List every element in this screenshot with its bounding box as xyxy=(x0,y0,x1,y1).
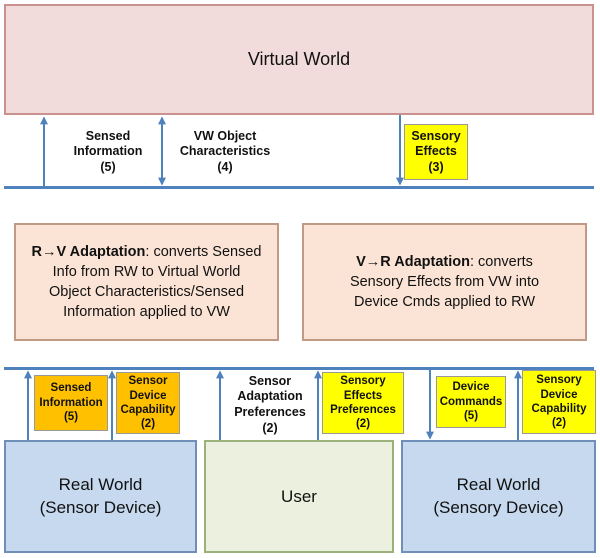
label-line: (5) xyxy=(100,159,116,174)
label-line: Preferences xyxy=(234,405,306,419)
label-line: Sensory xyxy=(411,128,461,143)
label-line: (5) xyxy=(63,411,79,424)
rv-adaptation-line: Object Characteristics/Sensed xyxy=(48,284,245,300)
label-vw-object-characteristics: VW Object Characteristics (4) xyxy=(170,125,280,179)
rv-adaptation-text: : converts Sensed xyxy=(145,244,262,260)
label-line: (5) xyxy=(463,410,479,423)
vr-adaptation-text: : converts xyxy=(470,254,533,270)
tag-sensor-device-capability: Sensor Device Capability (2) xyxy=(116,372,180,434)
real-world-sensory-title: Real World xyxy=(456,474,541,494)
rv-adaptation-title: R→V Adaptation xyxy=(31,244,146,260)
rv-adaptation-line: Information applied to VW xyxy=(63,304,230,320)
vr-adaptation-box: V→R Adaptation: converts Sensory Effects… xyxy=(302,223,587,341)
label-line: Information xyxy=(39,396,103,409)
lower-interface-line xyxy=(4,367,594,370)
tag-sensory-effects: Sensory Effects (3) xyxy=(404,124,468,180)
label-line: Preferences xyxy=(330,404,396,416)
user-box: User xyxy=(204,440,394,553)
label-line: VW Object xyxy=(193,128,257,143)
label-sensor-adaptation-preferences: Sensor Adaptation Preferences (2) xyxy=(224,372,316,438)
label-line: (2) xyxy=(551,417,567,430)
label-line: Sensor xyxy=(248,373,292,388)
label-sensed-information: Sensed Information (5) xyxy=(58,125,158,179)
tag-sensory-effects-preferences: Sensory Effects Preferences (2) xyxy=(322,372,404,434)
tag-sensory-device-capability: Sensory Device Capability (2) xyxy=(522,370,596,434)
label-line: Capability xyxy=(120,404,176,416)
real-world-sensory-box: Real World (Sensory Device) xyxy=(401,440,596,553)
real-world-sensor-title: Real World xyxy=(58,474,143,494)
vr-adaptation-line: Device Cmds applied to RW xyxy=(353,294,536,310)
label-line: Effects xyxy=(343,389,383,402)
label-line: (3) xyxy=(428,159,444,174)
label-line: Characteristics xyxy=(179,144,271,159)
label-line: Information xyxy=(73,144,143,159)
upper-interface-line xyxy=(4,186,594,189)
label-line: Device xyxy=(540,388,578,401)
label-line: (2) xyxy=(140,418,156,431)
label-line: (2) xyxy=(262,420,278,435)
real-world-sensor-subtitle: (Sensor Device) xyxy=(39,497,162,517)
user-label: User xyxy=(281,486,317,506)
label-line: (2) xyxy=(355,418,371,431)
label-line: Device xyxy=(129,389,167,402)
label-line: Effects xyxy=(415,144,457,159)
real-world-sensor-box: Real World (Sensor Device) xyxy=(4,440,197,553)
vr-adaptation-title: V→R Adaptation xyxy=(356,254,470,270)
tag-bottom-sensed-information: Sensed Information (5) xyxy=(34,375,108,431)
real-world-sensory-subtitle: (Sensory Device) xyxy=(433,497,564,517)
label-line: Sensed xyxy=(50,382,92,395)
label-line: Commands xyxy=(439,395,503,408)
label-line: Sensor xyxy=(128,375,168,388)
virtual-world-label: Virtual World xyxy=(247,49,351,70)
virtual-world-box: Virtual World xyxy=(4,4,594,115)
label-line: Sensory xyxy=(340,375,386,388)
tag-device-commands: Device Commands (5) xyxy=(436,376,506,428)
label-line: Adaptation xyxy=(237,389,303,404)
label-line: Sensed xyxy=(85,128,131,143)
rv-adaptation-line: Info from RW to Virtual World xyxy=(52,264,241,280)
label-line: Sensory xyxy=(536,374,582,387)
label-line: Device xyxy=(452,381,490,394)
rv-adaptation-box: R→V Adaptation: converts Sensed Info fro… xyxy=(14,223,279,341)
label-line: (4) xyxy=(217,159,233,174)
vr-adaptation-line: Sensory Effects from VW into xyxy=(349,274,540,290)
label-line: Capability xyxy=(531,403,587,415)
